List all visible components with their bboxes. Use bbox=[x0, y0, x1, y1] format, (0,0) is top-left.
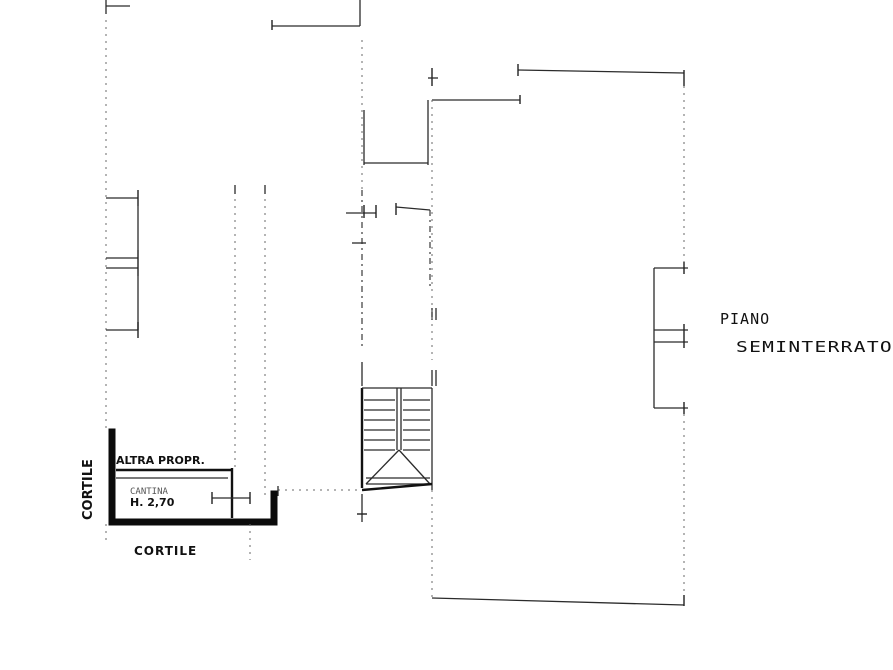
upper-left-building bbox=[105, 0, 361, 30]
staircase bbox=[360, 362, 437, 492]
courtyard-label-left: CORTILE bbox=[81, 459, 96, 520]
corridor-to-cellar bbox=[277, 486, 367, 522]
courtyard-label-bottom: CORTILE bbox=[134, 544, 197, 558]
neighbour-property-label: ALTRA PROPR. bbox=[116, 454, 205, 467]
floor-name-line1: PIANO bbox=[720, 310, 770, 328]
cellar-walls bbox=[105, 428, 278, 560]
large-room bbox=[431, 64, 688, 606]
left-wing-boundary bbox=[105, 20, 363, 495]
cellar-name-label: CANTINA bbox=[130, 487, 169, 497]
central-corridor bbox=[346, 68, 521, 350]
cellar-height-label: H. 2,70 bbox=[130, 496, 175, 509]
left-wing-windows bbox=[106, 185, 266, 338]
floor-name-line2: SEMINTERRATO bbox=[736, 338, 893, 356]
